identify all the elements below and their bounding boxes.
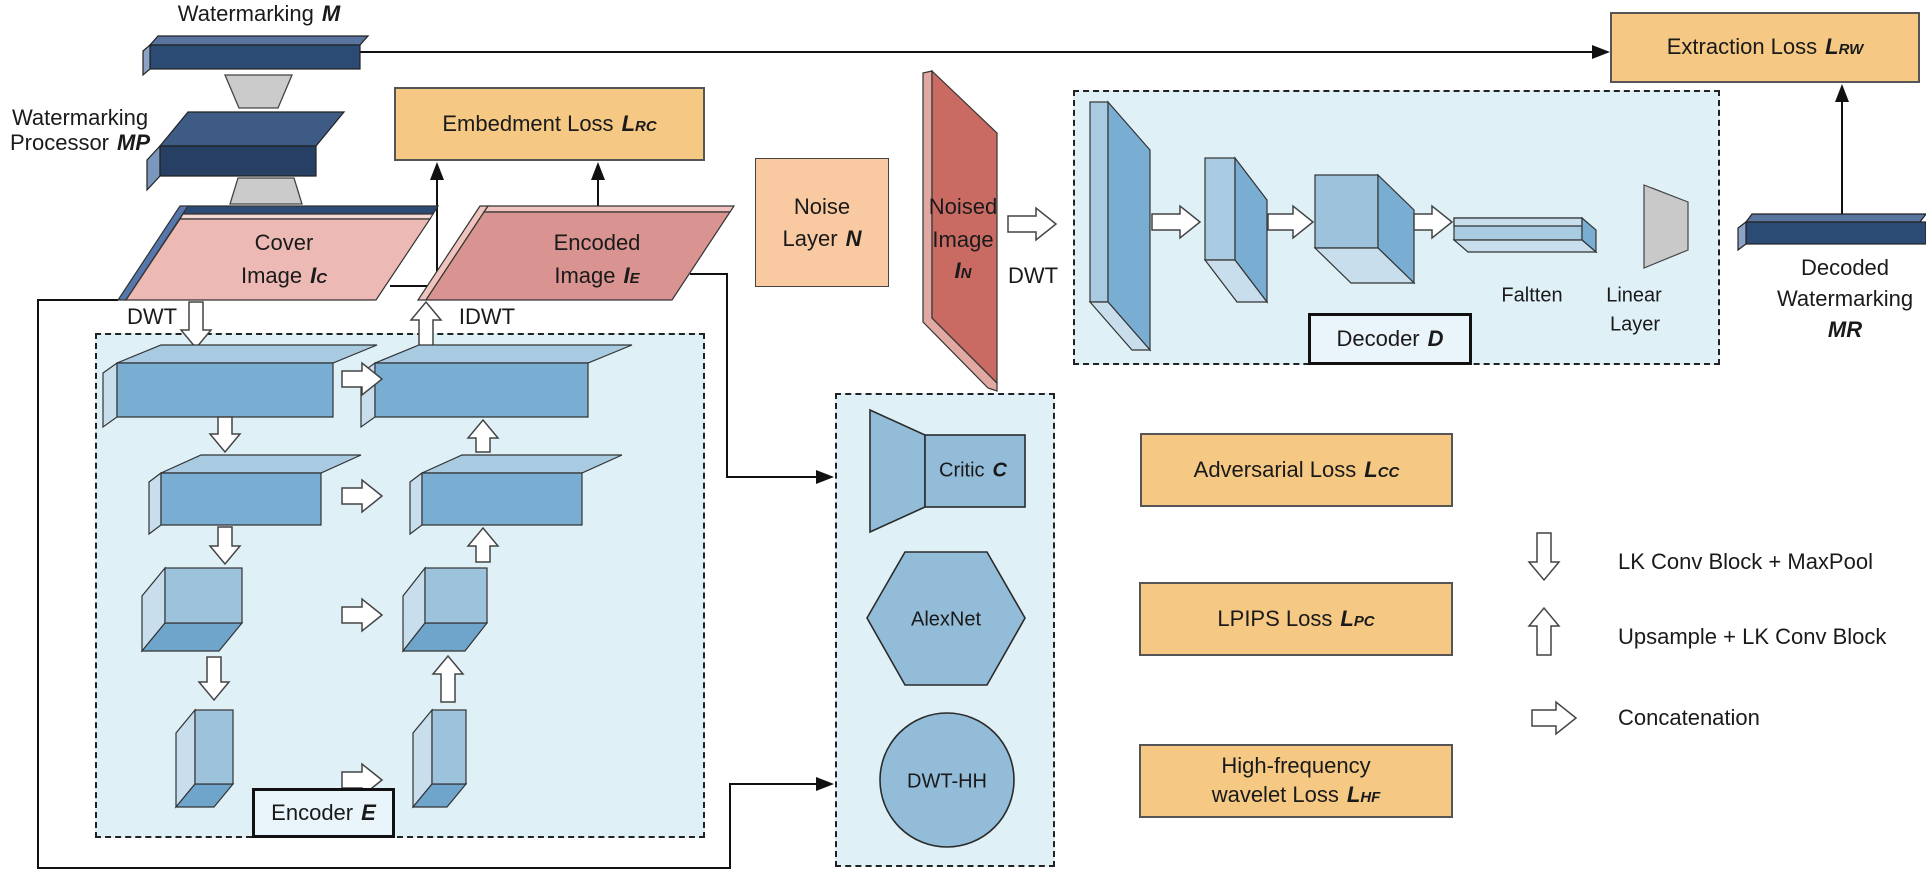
decoder-concat-arrow-3 <box>1413 204 1454 240</box>
upsample-arrow-1 <box>466 418 500 453</box>
decoded-sym: MR <box>1827 317 1863 342</box>
legend-arrows <box>1527 532 1578 736</box>
critic-horn-shape <box>869 408 926 534</box>
dwt-idwt-arrows <box>179 300 443 350</box>
processor-funnel-bottom <box>229 177 303 205</box>
dwthh-circle <box>879 712 1015 848</box>
encoder-blocks <box>102 344 633 809</box>
encoder-right-box <box>411 708 468 809</box>
concat-arrow-2 <box>341 478 384 514</box>
cover-to-dwthh-line <box>37 299 818 869</box>
decoded-watermark-bar <box>1737 213 1926 252</box>
noised-concat-arrow <box>1007 206 1058 242</box>
legend-down-label: LK Conv Block + MaxPool <box>1618 549 1873 574</box>
upsample-arrow-2 <box>466 526 500 563</box>
processor-funnel-top <box>224 74 293 109</box>
linear-layer-line1: Linear <box>1606 284 1662 307</box>
dwt-label: DWT <box>126 304 178 329</box>
legend-concat-label: Concatenation <box>1618 705 1760 730</box>
decoder-slab-2 <box>1203 156 1269 304</box>
maxpool-arrow-1 <box>208 416 242 454</box>
decoder-blocks <box>1088 100 1689 352</box>
flatten-label: Faltten <box>1501 284 1563 307</box>
decoder-slab-1 <box>1088 100 1152 352</box>
encoder-right-slab-2 <box>409 454 623 536</box>
alexnet-label: AlexNet <box>910 608 982 631</box>
encoder-right-cube <box>401 566 489 653</box>
encoder-left-cube <box>140 566 244 653</box>
concat-arrow-1 <box>341 361 384 397</box>
cover-image-line1: Cover <box>254 230 314 255</box>
noised-image-sym: IN <box>954 258 972 283</box>
legend-down-arrow <box>1527 532 1561 582</box>
legend-up-arrow <box>1527 606 1561 656</box>
connector-lines <box>37 51 1843 869</box>
decoder-cube <box>1313 173 1416 285</box>
dwt-down-arrow <box>179 301 213 350</box>
critic-rect-shape <box>924 434 1026 508</box>
maxpool-arrow-2 <box>208 526 242 566</box>
linear-layer-shape <box>1643 184 1689 269</box>
upsample-arrow-3 <box>431 654 465 703</box>
watermark-bar <box>142 35 370 77</box>
encoded-image-shape <box>416 205 736 301</box>
concat-arrow-3 <box>341 597 384 633</box>
legend-up-label: Upsample + LK Conv Block <box>1618 624 1887 649</box>
decoded-line2: Watermarking <box>1776 286 1914 311</box>
encoded-to-critic-line <box>690 273 818 478</box>
processor-block <box>146 111 346 192</box>
encoder-right-slab-1 <box>360 344 633 429</box>
noised-image-shape <box>922 69 998 392</box>
linear-layer-line2: Layer <box>1609 313 1661 336</box>
cover-image-shape <box>116 205 440 301</box>
critic-shapes <box>866 408 1026 848</box>
dwt-noised-label: DWT <box>1007 263 1059 288</box>
idwt-up-arrow <box>409 300 443 349</box>
alexnet-hexagon <box>866 551 1026 686</box>
legend-concat-arrow <box>1531 700 1578 736</box>
decoder-arrows <box>1151 204 1454 240</box>
maxpool-arrow-3 <box>197 656 231 702</box>
encoded-image-line1: Encoded <box>553 230 641 255</box>
connector-arrowheads <box>430 45 1849 791</box>
idwt-label: IDWT <box>458 304 516 329</box>
dwthh-label: DWT-HH <box>907 770 987 793</box>
encoder-left-slab-2 <box>148 454 362 536</box>
decoder-concat-arrow-1 <box>1151 204 1202 240</box>
decoder-concat-arrow-2 <box>1267 204 1315 240</box>
noise-layer-line1: Noise <box>793 193 851 219</box>
processor-label-line1: Watermarking <box>11 105 149 130</box>
decoded-line1: Decoded <box>1800 255 1890 280</box>
noised-image-line1: Noised <box>928 194 998 219</box>
noised-image-line2: Image <box>932 227 994 252</box>
encoder-left-box <box>174 708 235 809</box>
decoder-flatten-bar <box>1452 216 1598 254</box>
encoder-left-slab-1 <box>102 344 378 429</box>
